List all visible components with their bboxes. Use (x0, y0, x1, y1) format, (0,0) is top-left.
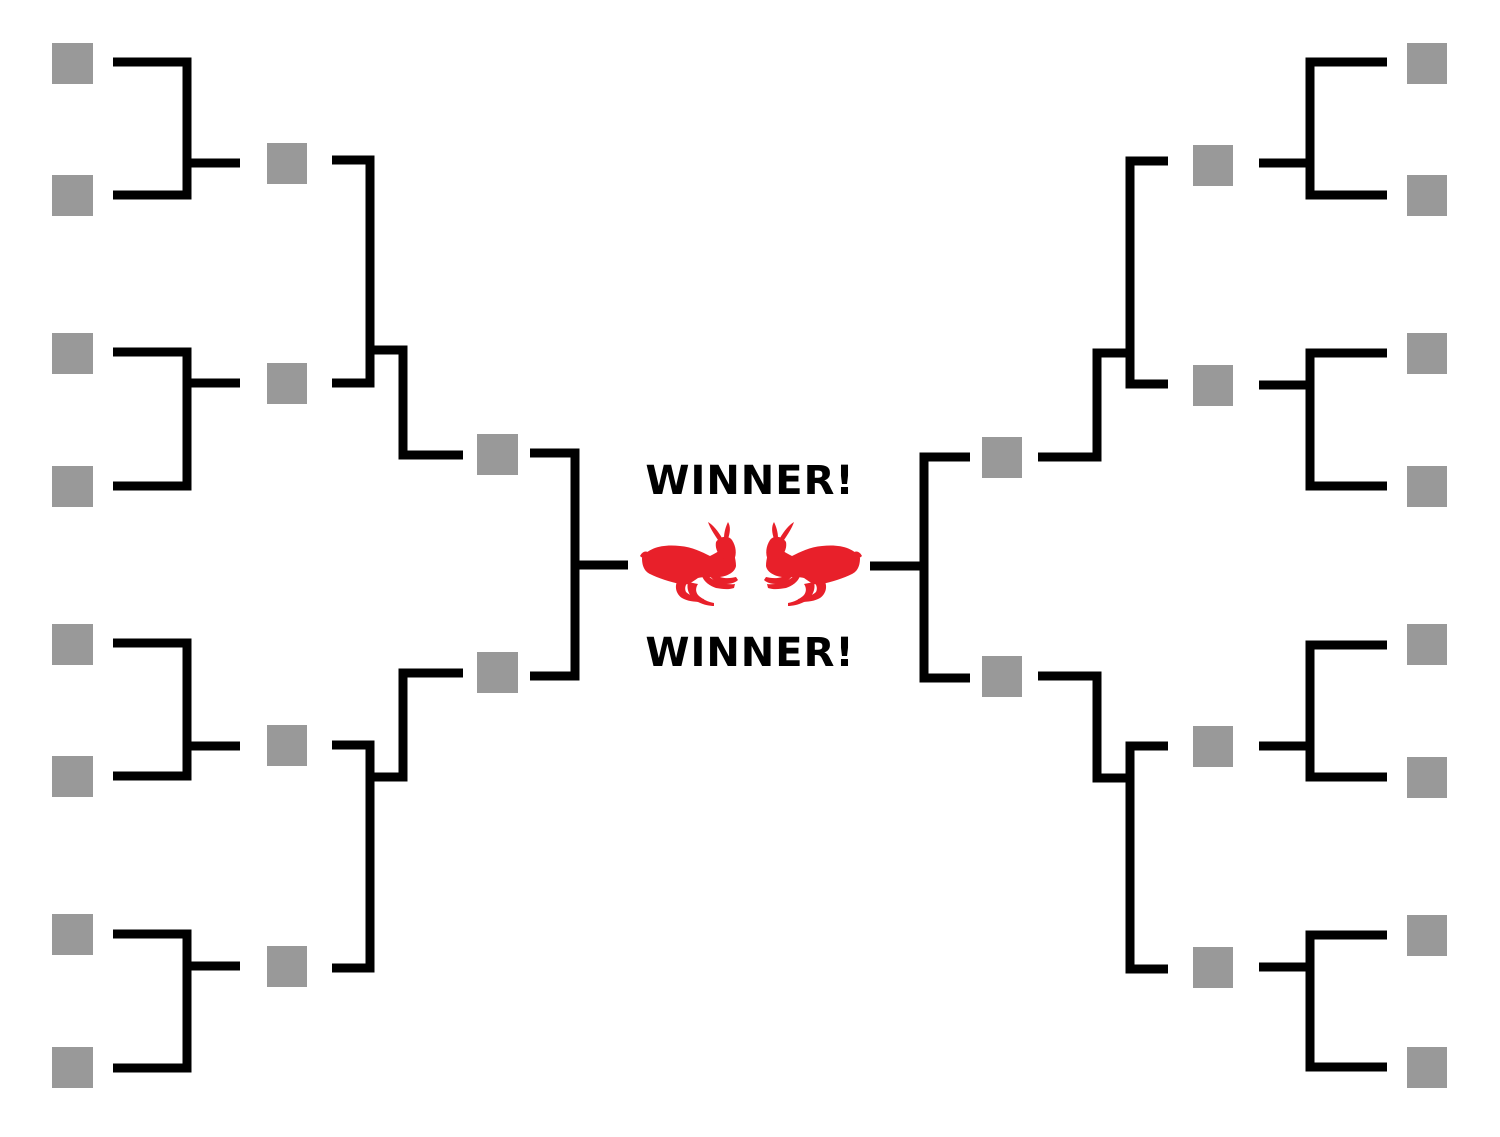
slot-left-r1-8[interactable] (52, 1047, 93, 1088)
slot-left-r3-2[interactable] (477, 652, 518, 693)
slot-right-r3-1[interactable] (982, 437, 1022, 478)
right-r2-connector-1 (1038, 156, 1168, 462)
slot-right-r2-3[interactable] (1193, 726, 1233, 767)
winner-label-bottom: WINNER! (645, 630, 854, 676)
left-slots (52, 43, 518, 1088)
slot-right-r1-3[interactable] (1407, 333, 1447, 374)
left-r2-connector-1 (332, 155, 463, 460)
right-r1-connector-2 (1259, 348, 1387, 491)
slot-right-r3-2[interactable] (982, 656, 1022, 697)
left-r1-connector-3 (113, 638, 240, 781)
right-r3-connector (870, 452, 970, 683)
slot-left-r1-2[interactable] (52, 175, 93, 216)
slot-left-r1-5[interactable] (52, 624, 93, 665)
right-r1-connector-3 (1259, 640, 1387, 782)
slot-right-r1-2[interactable] (1407, 175, 1447, 216)
slot-right-r1-5[interactable] (1407, 624, 1447, 665)
slot-right-r1-8[interactable] (1407, 1047, 1447, 1088)
right-r2-connector-2 (1038, 671, 1168, 974)
winner-label-top: WINNER! (645, 458, 854, 504)
slot-left-r1-3[interactable] (52, 333, 93, 374)
slot-left-r1-6[interactable] (52, 756, 93, 797)
slot-left-r1-1[interactable] (52, 43, 93, 84)
slot-right-r2-4[interactable] (1193, 947, 1233, 988)
slot-right-r1-7[interactable] (1407, 915, 1447, 956)
slot-left-r3-1[interactable] (477, 434, 518, 475)
slot-right-r1-4[interactable] (1407, 466, 1447, 507)
slot-right-r1-6[interactable] (1407, 757, 1447, 798)
left-r1-connector-1 (113, 57, 240, 200)
left-r1-connector-2 (113, 347, 240, 491)
left-bracket (113, 57, 628, 1073)
rabbit-icon (640, 522, 738, 606)
slot-right-r2-1[interactable] (1193, 145, 1233, 186)
slot-left-r2-2[interactable] (267, 363, 307, 404)
slot-right-r2-2[interactable] (1193, 365, 1233, 406)
right-r1-connector-1 (1259, 57, 1387, 200)
left-r2-connector-2 (332, 668, 463, 973)
right-slots (982, 43, 1447, 1088)
slot-left-r2-3[interactable] (267, 725, 307, 766)
slot-left-r2-1[interactable] (267, 143, 307, 184)
right-bracket (870, 57, 1387, 1072)
rabbit-icon (764, 522, 862, 606)
slot-left-r1-4[interactable] (52, 466, 93, 507)
final-center: WINNER! WINNER! (640, 458, 862, 676)
left-r1-connector-4 (113, 929, 240, 1073)
right-r1-connector-4 (1259, 930, 1387, 1072)
slot-left-r1-7[interactable] (52, 914, 93, 955)
slot-left-r2-4[interactable] (267, 946, 307, 987)
slot-right-r1-1[interactable] (1407, 43, 1447, 84)
left-r3-connector (530, 448, 628, 681)
